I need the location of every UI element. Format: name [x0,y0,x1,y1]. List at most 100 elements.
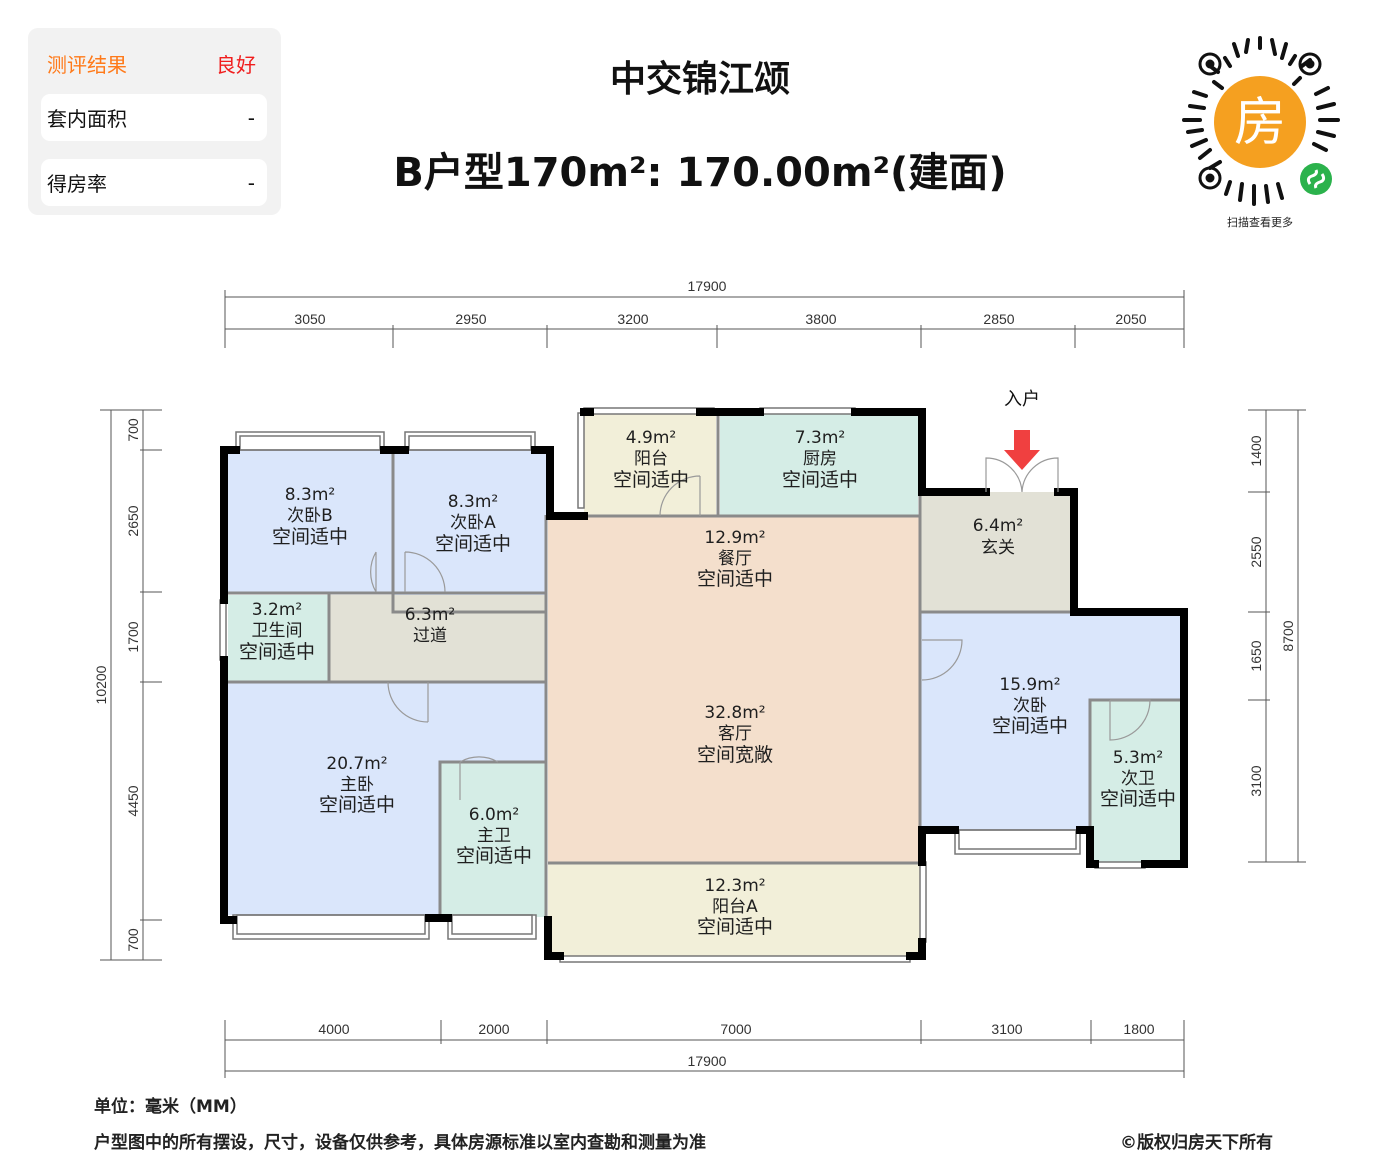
svg-text:12.3m²: 12.3m² [704,876,765,896]
svg-text:空间适中: 空间适中 [613,469,689,491]
efficiency-row: 得房率 - [41,159,267,206]
room-fill-balcony [584,413,716,516]
svg-text:卫生间: 卫生间 [252,621,303,641]
left-dim: 2650 [125,505,141,536]
efficiency-label: 得房率 [47,172,107,196]
top-dim: 2950 [455,311,486,327]
bottom-dim: 1800 [1123,1021,1154,1037]
entrance-label: 入户 [1004,389,1040,410]
qr-code[interactable]: 房 [1170,32,1350,212]
room-label-second-bath: 5.3m² 次卫 空间适中 [1100,748,1176,810]
room-label-second-bedroom: 15.9m² 次卧 空间适中 [992,675,1068,737]
entrance-arrow-icon [1004,430,1040,470]
svg-text:4.9m²: 4.9m² [626,428,676,448]
svg-text:6.3m²: 6.3m² [405,605,455,625]
room-fill-master-bath [440,762,546,917]
bottom-total-dim: 17900 [688,1053,727,1069]
svg-text:过道: 过道 [413,626,447,646]
mini-program-glyph [1306,169,1326,189]
svg-text:客厅: 客厅 [718,724,752,744]
qr-finder-marks [1198,52,1322,190]
windows [219,407,1146,963]
svg-text:32.8m²: 32.8m² [704,703,765,723]
room-label-corridor: 6.3m² 过道 [405,605,455,646]
door-swing [370,551,377,593]
svg-text:12.9m²: 12.9m² [704,528,765,548]
room-fill-balcony-a [548,864,920,956]
room-label-foyer: 6.4m² 玄关 [973,516,1023,558]
top-dimensions [224,290,1185,348]
right-dim: 1400 [1248,435,1264,466]
svg-text:3.2m²: 3.2m² [252,600,302,620]
svg-text:次卧A: 次卧A [450,513,496,533]
evaluation-header: 测评结果 良好 [47,48,256,78]
room-fill-toilet [228,595,328,681]
svg-text:空间适中: 空间适中 [435,533,511,555]
doors [370,457,1151,800]
copyright: ©版权归房天下所有 [1120,1133,1273,1153]
room-fill-bedroom-b [228,450,393,592]
unit-title: B户型170m²: 170.00m²(建面) [393,150,1007,196]
room-label-balcony: 4.9m² 阳台 空间适中 [613,428,689,491]
right-total-dim: 8700 [1280,620,1296,651]
svg-text:空间适中: 空间适中 [697,568,773,590]
top-dim: 2850 [983,311,1014,327]
bottom-dim: 3100 [991,1021,1022,1037]
top-dim: 2050 [1115,311,1146,327]
room-fill-kitchen [720,413,918,516]
room-label-toilet: 3.2m² 卫生间 空间适中 [239,600,315,663]
svg-text:空间适中: 空间适中 [782,469,858,491]
qr-caption: 扫描查看更多 [1227,216,1293,229]
room-fills [228,413,1182,956]
bottom-dimensions [224,1020,1185,1078]
svg-text:阳台A: 阳台A [712,897,758,917]
inner-area-value: - [247,105,255,130]
left-dimensions [100,409,162,961]
room-fill-foyer [920,492,1072,612]
room-label-living: 32.8m² 客厅 空间宽敞 [697,703,773,766]
svg-text:7.3m²: 7.3m² [795,428,845,448]
qr-logo-circle [1214,76,1306,168]
svg-text:玄关: 玄关 [981,538,1015,558]
svg-text:空间宽敞: 空间宽敞 [697,744,773,766]
svg-text:次卫: 次卫 [1121,769,1155,789]
efficiency-value: - [247,170,255,195]
left-dim: 700 [125,418,141,442]
room-labels: 8.3m² 次卧B 空间适中 8.3m² 次卧A 空间适中 4.9m² 阳台 空… [239,428,1176,938]
mini-program-icon [1300,163,1332,195]
svg-text:5.3m²: 5.3m² [1113,748,1163,768]
svg-text:空间适中: 空间适中 [1100,788,1176,810]
inner-area-label: 套内面积 [47,107,127,131]
svg-text:阳台: 阳台 [634,449,668,469]
left-dim: 700 [125,928,141,952]
top-dim: 3050 [294,311,325,327]
svg-text:20.7m²: 20.7m² [326,754,387,774]
evaluation-card: 测评结果 良好 套内面积 - 得房率 - [28,28,281,215]
bottom-dim: 4000 [318,1021,349,1037]
right-dim: 2550 [1248,536,1264,567]
bottom-dim: 2000 [478,1021,509,1037]
evaluation-label: 测评结果 [47,52,127,77]
svg-text:6.0m²: 6.0m² [469,805,519,825]
svg-text:次卧: 次卧 [1013,696,1047,716]
right-dim: 1650 [1248,640,1264,671]
top-dim: 3800 [805,311,836,327]
svg-text:空间适中: 空间适中 [272,526,348,548]
svg-text:6.4m²: 6.4m² [973,516,1023,536]
svg-text:厨房: 厨房 [803,449,837,469]
svg-text:空间适中: 空间适中 [697,916,773,938]
svg-text:15.9m²: 15.9m² [999,675,1060,695]
svg-text:8.3m²: 8.3m² [448,492,498,512]
room-label-bedroom-b: 8.3m² 次卧B 空间适中 [272,485,348,548]
right-dimensions [1248,409,1306,863]
room-fill-bedroom-a [393,450,546,612]
svg-text:空间适中: 空间适中 [319,794,395,816]
room-label-kitchen: 7.3m² 厨房 空间适中 [782,428,858,491]
qr-logo-glyph: 房 [1234,93,1286,153]
partitions [228,413,1182,960]
room-label-bedroom-a: 8.3m² 次卧A 空间适中 [435,492,511,555]
room-label-dining: 12.9m² 餐厅 空间适中 [697,528,773,590]
svg-text:主卧: 主卧 [340,775,374,795]
svg-text:空间适中: 空间适中 [992,715,1068,737]
